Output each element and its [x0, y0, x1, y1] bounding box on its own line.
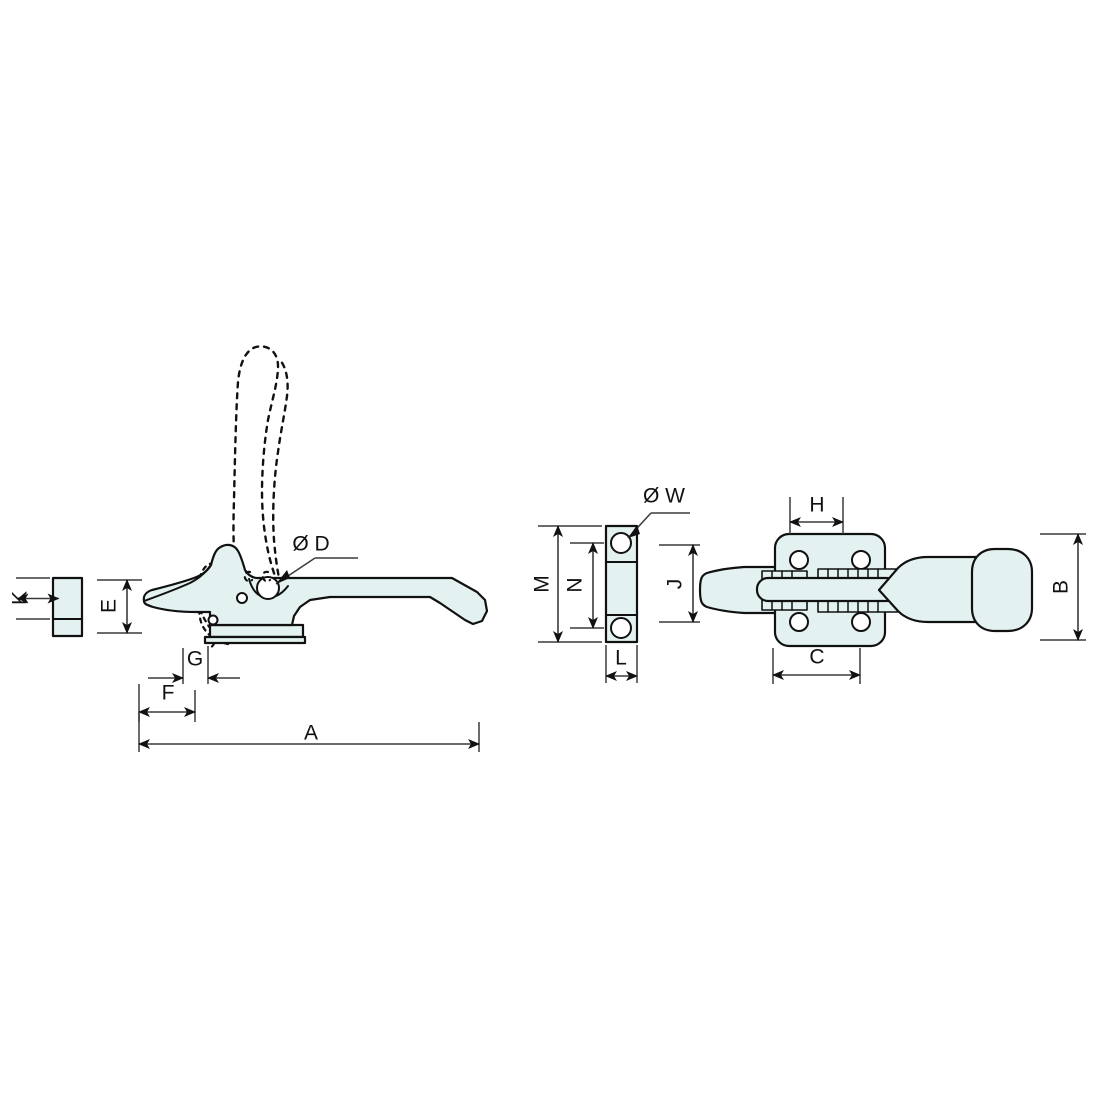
base-plate	[208, 623, 305, 639]
dimension-j: J	[659, 544, 700, 623]
dim-label-j: J	[664, 579, 687, 590]
dimension-a: A	[138, 712, 480, 752]
view-end-middle	[604, 524, 639, 644]
pivot-pin-hole-d	[256, 576, 280, 600]
dim-label-a: A	[304, 722, 318, 745]
dim-label-h: H	[809, 494, 824, 517]
phantom-arc-left	[243, 570, 254, 583]
dim-label-diameter-w: Ø W	[643, 485, 685, 508]
dimension-f: F	[138, 682, 196, 722]
dim-label-c: C	[809, 646, 824, 669]
dim-label-diameter-d: Ø D	[292, 533, 329, 556]
secondary-rivet-hole	[236, 592, 248, 604]
phantom-lever-outline	[232, 345, 285, 598]
keeper-block-body	[51, 576, 84, 638]
dim-label-n: N	[564, 577, 587, 592]
dimension-h: H	[789, 494, 844, 534]
latch-jaw-upper-edge	[143, 565, 211, 602]
plan-hole-bottom-left	[789, 612, 809, 632]
hinge-pin-bar	[755, 576, 899, 603]
plan-handle-paddle	[970, 547, 1034, 633]
dimension-n: N	[564, 542, 604, 629]
base-rivet-hole	[207, 614, 219, 626]
dimension-m: M	[531, 525, 602, 643]
plan-hole-top-right	[851, 550, 871, 570]
w-leader-arrow	[628, 525, 640, 538]
dimension-b: B	[1040, 533, 1086, 641]
dim-label-k: K	[9, 591, 32, 605]
latch-body-main	[142, 543, 489, 627]
dim-label-f: F	[162, 682, 175, 705]
phantom-lever-inner	[272, 358, 289, 598]
d-leader-arrow	[276, 570, 290, 584]
dimension-k: K	[9, 577, 60, 620]
plan-hole-bottom-right	[851, 612, 871, 632]
callout-diameter-d: Ø D	[275, 533, 358, 585]
dim-label-e: E	[98, 599, 121, 613]
base-plate-lower	[203, 635, 307, 645]
dimension-l: L	[605, 645, 638, 683]
mount-hole-upper-w	[610, 532, 632, 554]
plan-hole-top-left	[789, 550, 809, 570]
dimension-g: G	[148, 646, 240, 684]
view-plan-right	[698, 532, 1034, 648]
mount-hole-lower	[610, 617, 632, 639]
dim-label-b: B	[1050, 580, 1073, 594]
view-side-main	[142, 345, 489, 650]
dim-label-l: L	[615, 647, 627, 670]
view-end-left	[51, 576, 84, 638]
dim-label-g: G	[187, 648, 203, 671]
dimension-c: C	[772, 646, 861, 684]
callout-diameter-w: Ø W	[627, 485, 690, 539]
phantom-arc-right	[261, 570, 272, 583]
dim-label-m: M	[531, 575, 554, 593]
dimension-e: E	[97, 579, 142, 634]
